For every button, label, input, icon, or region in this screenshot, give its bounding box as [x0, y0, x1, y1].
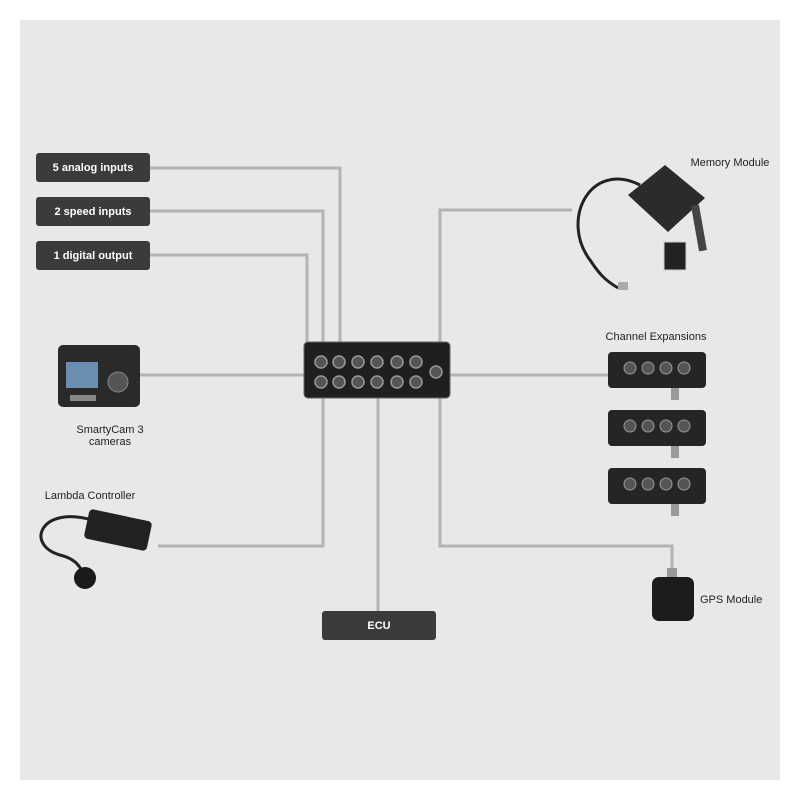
caption-smartycam: SmartyCam 3 cameras — [76, 424, 144, 448]
caption-memory: Memory Module — [690, 157, 770, 169]
caption-channel: Channel Expansions — [605, 331, 707, 343]
line-speed — [150, 209, 325, 344]
channel-expansion-devices — [608, 352, 706, 516]
memory-module-device — [576, 165, 707, 290]
line-analog — [150, 166, 342, 344]
caption-lambda: Lambda Controller — [44, 490, 136, 502]
lambda-controller-device — [39, 509, 152, 589]
gps-module-device — [652, 568, 694, 621]
line-digital — [150, 253, 309, 344]
line-memory — [438, 208, 572, 344]
label-digital-output: 1 digital output — [36, 241, 150, 270]
hub-device — [303, 341, 451, 399]
caption-gps: GPS Module — [700, 594, 763, 606]
channel-expansion-1 — [608, 352, 706, 400]
connection-lines — [140, 166, 674, 611]
diagram-canvas — [20, 20, 780, 780]
smartycam-device — [58, 345, 140, 407]
channel-expansion-3 — [608, 468, 706, 516]
line-lambda — [158, 397, 325, 548]
channel-expansion-2 — [608, 410, 706, 458]
label-ecu: ECU — [322, 611, 436, 640]
label-analog-inputs: 5 analog inputs — [36, 153, 150, 182]
label-speed-inputs: 2 speed inputs — [36, 197, 150, 226]
line-gps — [438, 397, 674, 575]
